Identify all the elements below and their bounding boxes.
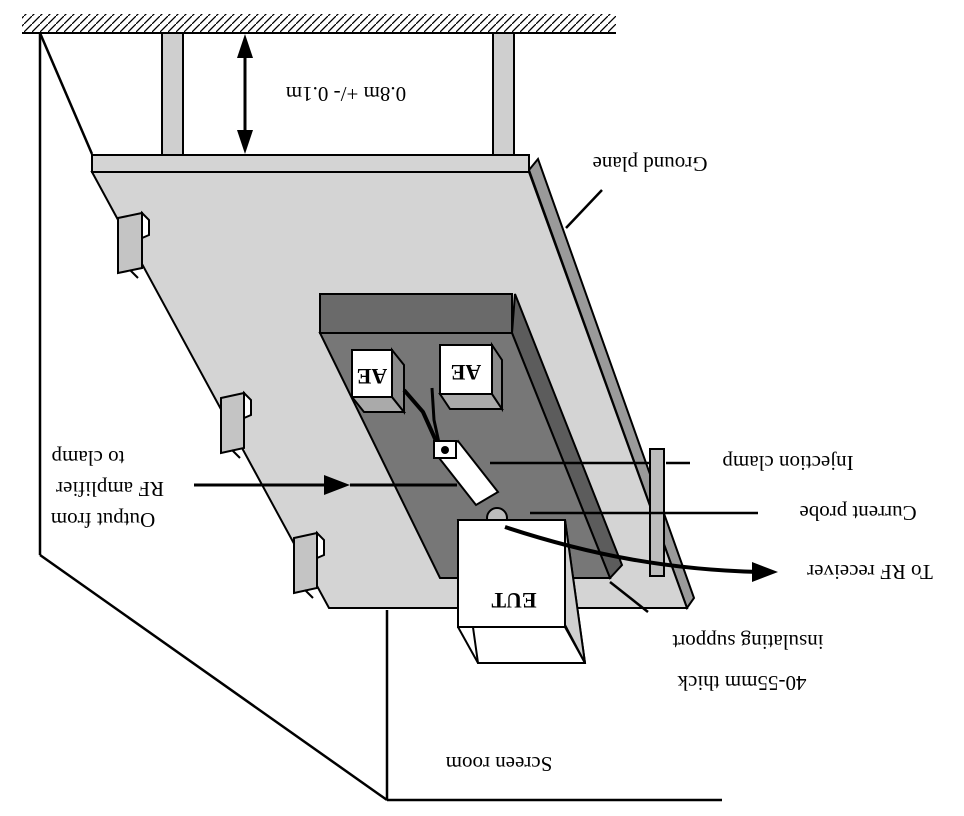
ceiling	[22, 14, 616, 34]
output-label-line2: RF amplifier	[56, 477, 164, 501]
ae-box-left: AE	[349, 347, 407, 415]
injection-clamp-label: Injection clamp	[722, 451, 853, 475]
screen-room-walls	[38, 32, 722, 802]
hanger-left	[161, 32, 184, 156]
leader-lines	[490, 189, 758, 613]
ae-right-label: AE	[451, 360, 482, 385]
insulating-label-line2: insulating support	[672, 630, 823, 654]
output-label-line1: Output from	[51, 508, 155, 532]
rf-receiver-label: To RF receiver	[807, 560, 933, 584]
rf-receiver-cable	[504, 525, 778, 582]
insulating-label-line1: 40-55mm thick	[677, 671, 806, 695]
height-arrow	[237, 34, 253, 154]
injection-clamp	[433, 439, 500, 507]
ground-plane-label: Ground plane	[593, 152, 708, 176]
ae-box-right: AE	[438, 341, 504, 413]
wall-bracket	[220, 390, 252, 459]
eut-box: EUT	[456, 519, 587, 664]
screen-room-label: Screen room	[446, 752, 553, 776]
hanger-right	[492, 32, 515, 156]
eut-label: EUT	[491, 588, 537, 613]
rf-amplifier-arrow	[194, 475, 457, 495]
wall-bracket	[117, 210, 150, 279]
height-label: 0.8m +/- 0.1m	[286, 82, 406, 106]
wall-bracket	[293, 530, 325, 599]
output-label-line3: to clamp	[52, 446, 125, 470]
current-probe-label: Current probe	[799, 501, 916, 525]
ae-left-label: AE	[357, 364, 388, 389]
